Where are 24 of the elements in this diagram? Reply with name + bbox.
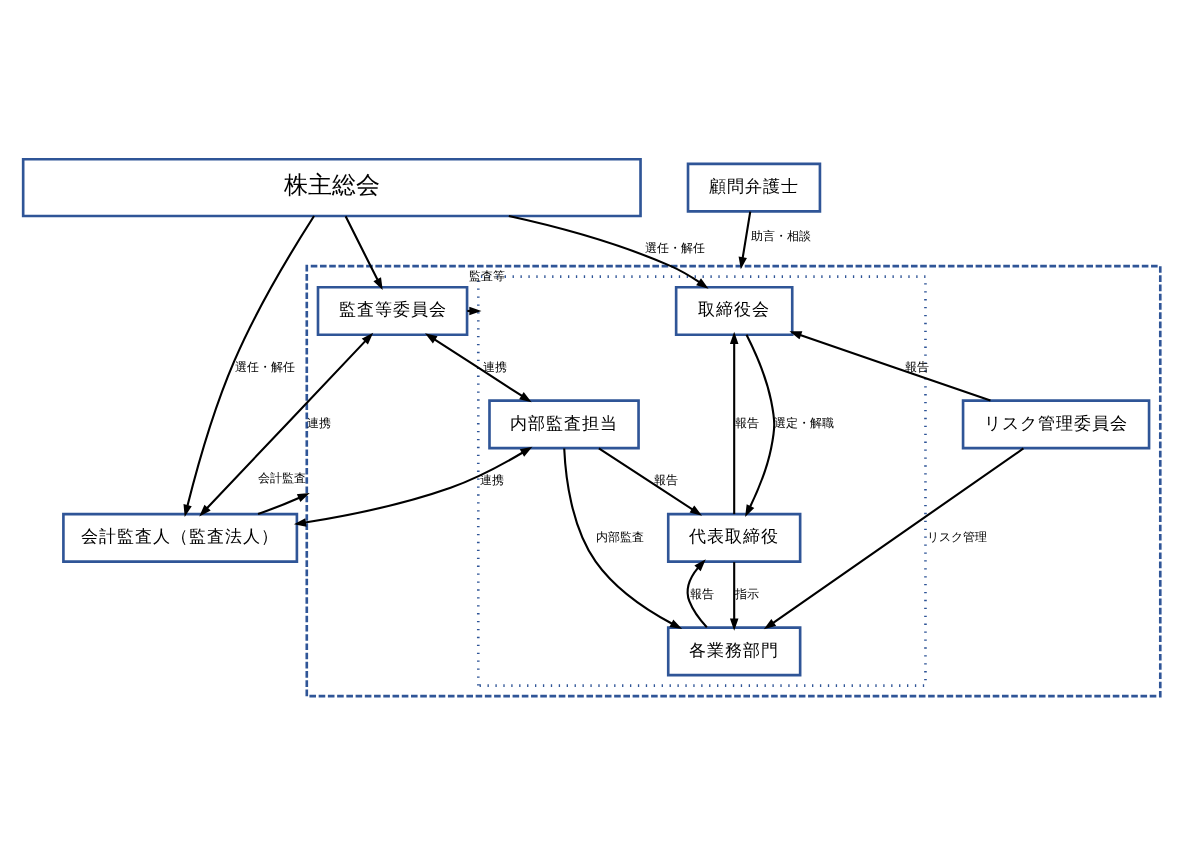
node-box: リスク管理委員会: [961, 399, 1151, 450]
arrow: [745, 334, 776, 517]
arrow: [508, 215, 709, 289]
node-box: 各業務部門: [666, 626, 802, 677]
arrow: [257, 493, 310, 516]
arrow: [763, 447, 1025, 630]
node-box: 株主総会: [21, 157, 642, 218]
arrow: [598, 447, 703, 516]
arrow: [738, 211, 752, 270]
arrow: [729, 562, 739, 631]
arrow: [293, 446, 533, 527]
arrow: [424, 333, 532, 403]
node-box: 代表取締役: [666, 512, 802, 563]
arrow: [183, 215, 315, 517]
node-box: 取締役会: [674, 285, 794, 337]
arrow: [344, 215, 383, 291]
arrow: [563, 448, 683, 629]
arrow: [789, 331, 991, 402]
arrow: [729, 331, 739, 515]
arrow: [686, 559, 708, 628]
node-box: 内部監査担当: [488, 399, 640, 450]
node-box: 顧問弁護士: [686, 162, 822, 213]
arrow: [199, 332, 374, 517]
node-box: 会計監査人（監査法人）: [62, 512, 299, 563]
